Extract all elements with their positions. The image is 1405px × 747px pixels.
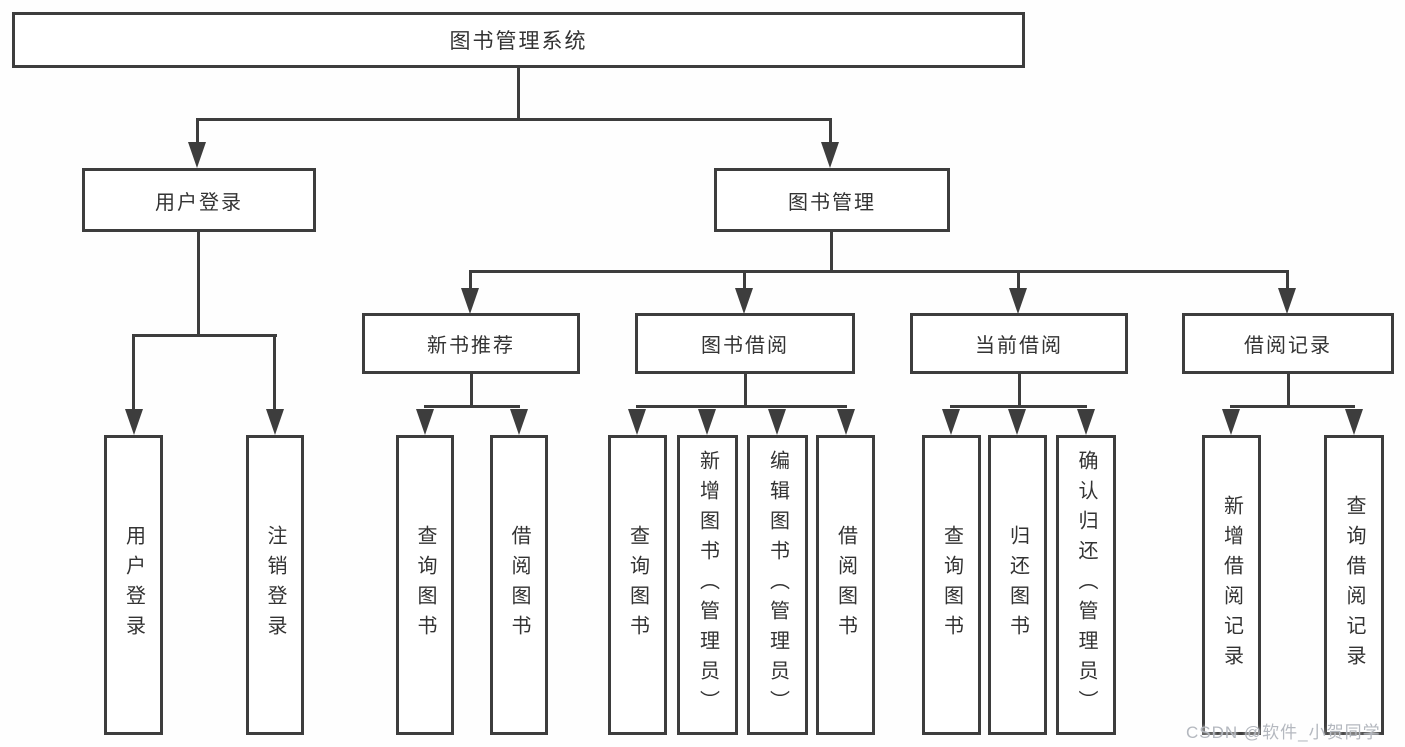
leaf-query-books-borrow: 查询图书 xyxy=(608,435,667,735)
arrowhead-down-icon xyxy=(510,409,528,435)
arrowhead-down-icon xyxy=(1077,409,1095,435)
node-label: 图书管理系统 xyxy=(449,30,588,53)
connector-records-hbar xyxy=(1230,405,1355,408)
node-label: 查询图书 xyxy=(414,525,436,645)
arrowhead-down-icon xyxy=(1345,409,1363,435)
node-label: 图书借阅 xyxy=(701,335,789,357)
node-label: 查询图书 xyxy=(626,525,649,645)
node-label: 用户登录 xyxy=(155,191,243,214)
node-borrow-records: 借阅记录 xyxy=(1182,313,1394,374)
connector-level3-stem xyxy=(1286,270,1289,290)
node-label: 确认归还（管理员） xyxy=(1075,450,1097,720)
arrowhead-down-icon xyxy=(698,409,716,435)
node-user-login: 用户登录 xyxy=(82,168,316,232)
arrowhead-down-icon xyxy=(461,288,479,314)
connector-root-hbar xyxy=(196,118,832,121)
node-new-book-recommend: 新书推荐 xyxy=(362,313,580,374)
arrowhead-down-icon xyxy=(1009,288,1027,314)
arrowhead-down-icon xyxy=(628,409,646,435)
leaf-query-books-current: 查询图书 xyxy=(922,435,981,735)
node-label: 归还图书 xyxy=(1006,525,1029,645)
leaf-return-books: 归还图书 xyxy=(988,435,1047,735)
node-label: 借阅记录 xyxy=(1244,335,1332,357)
node-label: 新书推荐 xyxy=(427,335,515,357)
node-book-borrow: 图书借阅 xyxy=(635,313,855,374)
connector-user-login-hbar xyxy=(132,334,277,337)
arrowhead-down-icon xyxy=(1222,409,1240,435)
connector-leaf-stem xyxy=(273,334,276,411)
csdn-watermark: CSDN @软件_小贺同学 xyxy=(1186,723,1381,742)
leaf-borrow-books-recommend: 借阅图书 xyxy=(490,435,548,735)
node-label: 借阅图书 xyxy=(508,525,530,645)
leaf-add-borrow-record: 新增借阅记录 xyxy=(1202,435,1261,735)
node-label: 用户登录 xyxy=(122,525,145,645)
arrowhead-down-icon xyxy=(1278,288,1296,314)
node-label: 编辑图书（管理员） xyxy=(766,450,789,720)
arrowhead-down-icon xyxy=(416,409,434,435)
node-label: 查询图书 xyxy=(940,525,963,645)
node-library-management-system: 图书管理系统 xyxy=(12,12,1025,68)
leaf-user-login: 用户登录 xyxy=(104,435,163,735)
node-label: 借阅图书 xyxy=(834,525,857,645)
leaf-confirm-return-admin: 确认归还（管理员） xyxy=(1056,435,1116,735)
arrowhead-down-icon xyxy=(1008,409,1026,435)
connector-user-login-vline xyxy=(197,232,200,336)
connector-current-vline xyxy=(1018,374,1021,408)
leaf-query-borrow-record: 查询借阅记录 xyxy=(1324,435,1384,735)
connector-user-login-stem xyxy=(196,118,199,144)
connector-level3-stem xyxy=(469,270,472,290)
connector-root-vline xyxy=(517,68,520,120)
node-current-borrow: 当前借阅 xyxy=(910,313,1128,374)
arrowhead-down-icon xyxy=(266,409,284,435)
node-label: 注销登录 xyxy=(264,525,286,645)
arrowhead-down-icon xyxy=(942,409,960,435)
node-label: 新增借阅记录 xyxy=(1220,495,1243,675)
connector-level3-stem xyxy=(1017,270,1020,290)
connector-records-vline xyxy=(1287,374,1290,408)
connector-leaf-stem xyxy=(132,334,135,411)
leaf-query-books-recommend: 查询图书 xyxy=(396,435,454,735)
connector-borrow-vline xyxy=(744,374,747,408)
arrowhead-down-icon xyxy=(768,409,786,435)
node-label: 图书管理 xyxy=(788,191,876,214)
leaf-edit-books-admin: 编辑图书（管理员） xyxy=(747,435,808,735)
leaf-logout: 注销登录 xyxy=(246,435,304,735)
connector-recommend-vline xyxy=(470,374,473,408)
connector-level3-stem xyxy=(743,270,746,290)
node-book-management: 图书管理 xyxy=(714,168,950,232)
arrowhead-down-icon xyxy=(837,409,855,435)
leaf-borrow-books: 借阅图书 xyxy=(816,435,875,735)
arrowhead-down-icon xyxy=(188,142,206,168)
connector-level3-hbar xyxy=(469,270,1289,273)
connector-borrow-hbar xyxy=(636,405,847,408)
connector-book-mgmt-vline xyxy=(830,232,833,272)
arrowhead-down-icon xyxy=(821,142,839,168)
node-label: 查询借阅记录 xyxy=(1343,495,1365,675)
node-label: 新增图书（管理员） xyxy=(696,450,719,720)
leaf-add-books-admin: 新增图书（管理员） xyxy=(677,435,738,735)
connector-book-mgmt-stem xyxy=(829,118,832,144)
connector-current-hbar xyxy=(950,405,1087,408)
node-label: 当前借阅 xyxy=(975,335,1063,357)
arrowhead-down-icon xyxy=(735,288,753,314)
arrowhead-down-icon xyxy=(125,409,143,435)
connector-recommend-hbar xyxy=(424,405,520,408)
